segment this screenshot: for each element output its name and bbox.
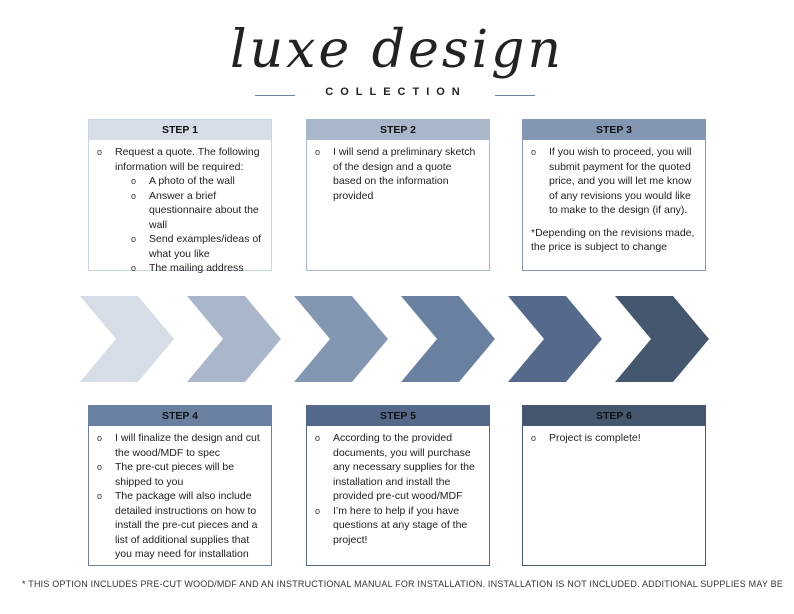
list-item: According to the provided documents, you… <box>313 431 483 504</box>
list-item: I will send a preliminary sketch of the … <box>313 145 483 203</box>
chevron-arrows <box>80 296 709 382</box>
footer-disclaimer: * THIS OPTION INCLUDES PRE-CUT WOOD/MDF … <box>22 579 784 589</box>
list-item: I will finalize the design and cut the w… <box>95 431 265 460</box>
process-arrows <box>80 296 720 382</box>
step-1-header: STEP 1 <box>89 120 271 140</box>
step-6-header: STEP 6 <box>523 406 705 426</box>
list-item: The package will also include detailed i… <box>95 489 265 562</box>
list-item: If you wish to proceed, you will submit … <box>529 145 699 218</box>
list-item: Request a quote. The following informati… <box>95 145 265 276</box>
step-5-card: STEP 5 According to the provided documen… <box>306 405 490 566</box>
brand-subtitle-row: COLLECTION <box>0 86 794 106</box>
step-4-header: STEP 4 <box>89 406 271 426</box>
divider-left <box>255 95 295 96</box>
brand-logo: luxe design <box>230 20 564 80</box>
step-2-list: I will send a preliminary sketch of the … <box>307 140 489 203</box>
step-1-list: Request a quote. The following informati… <box>89 140 271 276</box>
chevron-arrow-3 <box>294 296 388 382</box>
step-1-card: STEP 1 Request a quote. The following in… <box>88 119 272 275</box>
step-4-list: I will finalize the design and cut the w… <box>89 426 271 562</box>
chevron-arrow-4 <box>401 296 495 382</box>
list-item: The pre-cut pieces will be shipped to yo… <box>95 460 265 489</box>
step-5-header: STEP 5 <box>307 406 489 426</box>
step-3-list: If you wish to proceed, you will submit … <box>523 140 705 218</box>
divider-right <box>495 95 535 96</box>
step-3-card: STEP 3 If you wish to proceed, you will … <box>522 119 706 271</box>
step-4-card: STEP 4 I will finalize the design and cu… <box>88 405 272 566</box>
chevron-arrow-1 <box>80 296 174 382</box>
list-item: I’m here to help if you have questions a… <box>313 504 483 548</box>
price-note: *Depending on the revisions made, the pr… <box>531 226 695 254</box>
sub-list-item: Send examples/ideas of what you like <box>129 232 265 261</box>
chevron-arrow-6 <box>615 296 709 382</box>
step-1-sublist: A photo of the wall Answer a brief quest… <box>115 174 265 276</box>
step-5-list: According to the provided documents, you… <box>307 426 489 547</box>
sub-list-item: A photo of the wall <box>129 174 265 189</box>
step-6-list: Project is complete! <box>523 426 705 446</box>
sub-list-item: The mailing address <box>129 261 265 276</box>
list-item: Project is complete! <box>529 431 699 446</box>
chevron-arrow-2 <box>187 296 281 382</box>
list-item-text: Request a quote. The following informati… <box>115 146 260 173</box>
brand-subtitle: COLLECTION <box>325 86 467 98</box>
step-2-card: STEP 2 I will send a preliminary sketch … <box>306 119 490 271</box>
chevron-arrow-5 <box>508 296 602 382</box>
step-3-header: STEP 3 <box>523 120 705 140</box>
sub-list-item: Answer a brief questionnaire about the w… <box>129 189 265 233</box>
step-2-header: STEP 2 <box>307 120 489 140</box>
step-6-card: STEP 6 Project is complete! <box>522 405 706 566</box>
